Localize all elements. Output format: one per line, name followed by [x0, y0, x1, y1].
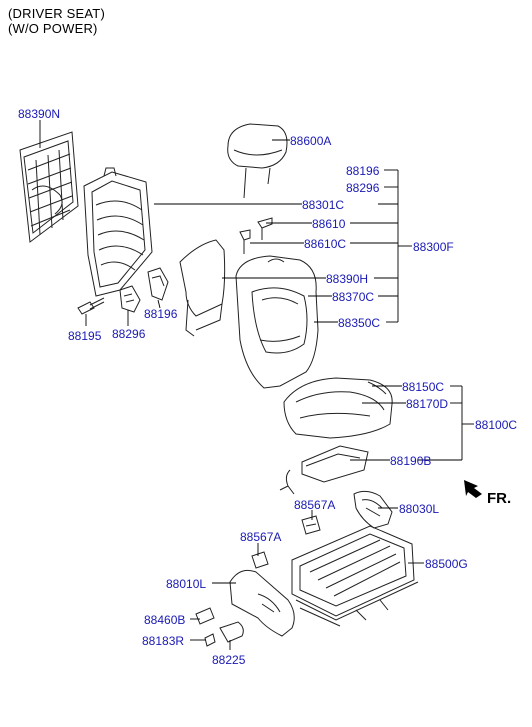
seat-back-pad-drawing: [179, 239, 226, 337]
part-label-88170D: 88170D: [406, 397, 448, 411]
part-label-88030L: 88030L: [399, 502, 439, 516]
back-panel-88390N-drawing: [19, 131, 79, 243]
part-label-88225: 88225: [212, 653, 246, 667]
part-label-88190B: 88190B: [390, 454, 431, 468]
part-label-88100C: 88100C: [475, 418, 517, 432]
part-label-88350C: 88350C: [338, 316, 380, 330]
recline-lever-drawing: [195, 607, 244, 647]
part-label-88301C: 88301C: [302, 198, 344, 212]
diagram-title-line2: (W/O POWER): [8, 21, 98, 36]
part-label-88390N: 88390N: [18, 107, 60, 121]
part-label-88195: 88195: [68, 329, 102, 343]
seat-back-cover-drawing: [235, 255, 319, 389]
clip-88567A-upper-drawing: [301, 515, 321, 535]
diagram-title-line1: (DRIVER SEAT): [8, 6, 105, 21]
side-cover-88030L-drawing: [353, 490, 393, 529]
part-label-88390H: 88390H: [326, 272, 368, 286]
seat-back-frame-drawing: [83, 167, 153, 297]
part-label-88500G: 88500G: [425, 557, 468, 571]
seat-track-drawing: [291, 525, 419, 627]
part-label-88196-bottom: 88196: [144, 307, 178, 321]
front-direction-label: FR.: [487, 490, 511, 507]
part-label-88610C: 88610C: [304, 237, 346, 251]
part-label-88567A-upper: 88567A: [294, 498, 335, 512]
part-label-88300F: 88300F: [413, 240, 454, 254]
clip-88567A-lower-drawing: [251, 551, 269, 569]
part-label-88600A: 88600A: [290, 134, 331, 148]
bolt-88195-drawing: [77, 297, 105, 315]
part-label-88296-top: 88296: [346, 181, 380, 195]
part-label-88370C: 88370C: [332, 290, 374, 304]
part-label-88010L: 88010L: [166, 577, 206, 591]
part-label-88296-bottom: 88296: [112, 327, 146, 341]
recliner-bracket-drawing: [119, 267, 169, 313]
front-direction-arrow: [464, 480, 482, 498]
part-label-88567A-lower: 88567A: [240, 530, 281, 544]
part-label-88150C: 88150C: [402, 380, 444, 394]
seat-cushion-drawing: [283, 377, 393, 439]
part-label-88610: 88610: [312, 217, 346, 231]
leader-lines: [39, 120, 474, 650]
headrest-drawing: [227, 123, 288, 199]
side-shield-drawing: [229, 569, 295, 637]
cushion-pan-drawing: [279, 445, 369, 495]
part-label-88460B: 88460B: [144, 613, 185, 627]
part-label-88183R: 88183R: [142, 634, 184, 648]
part-label-88196-top: 88196: [346, 164, 380, 178]
headrest-guide-drawing: [239, 217, 273, 254]
